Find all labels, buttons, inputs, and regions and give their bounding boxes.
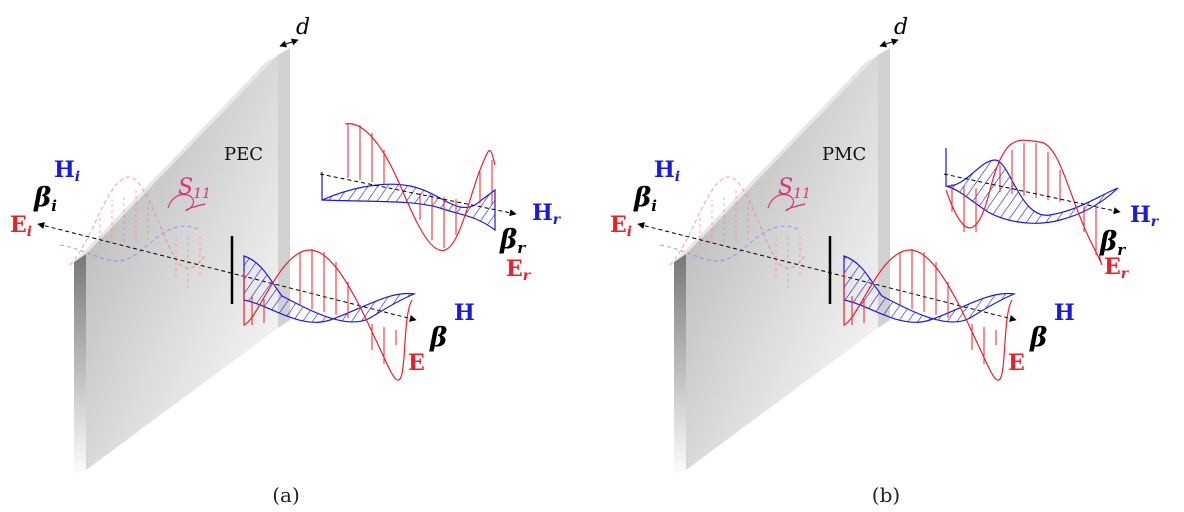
h-transmitted-label-a: H <box>454 300 475 326</box>
beta-reflected-label-b: βr <box>1099 227 1126 259</box>
propagation-axis-a <box>37 222 417 322</box>
e-transmitted-label-b: E <box>1008 350 1025 376</box>
s-param-curl-b <box>767 194 806 212</box>
h-transmitted-label-b: H <box>1054 300 1075 326</box>
beta-transmitted-label-a: β <box>429 323 447 353</box>
s-param-label-a: S11 <box>178 175 211 202</box>
thickness-marker-a: d <box>279 15 310 48</box>
beta-incident-label-a: βi <box>33 183 57 215</box>
reflected-wave-a <box>319 123 517 251</box>
e-reflected-label-b: Er <box>1104 254 1130 282</box>
e-incident-label-a: Ei <box>10 212 32 240</box>
s-param-label-b: S11 <box>778 175 811 202</box>
caption-b: (b) <box>872 483 900 507</box>
thickness-label: d <box>894 15 908 40</box>
reflected-wave-b <box>943 139 1121 265</box>
h-reflected-label-a: Hr <box>532 200 562 228</box>
e-transmitted-label-a: E <box>408 350 425 376</box>
reflected-axis-b <box>943 173 1121 215</box>
propagation-axis-b <box>637 222 1017 322</box>
plate-a <box>74 48 290 478</box>
s-param-curl-a <box>167 194 206 212</box>
h-reflected-label-b: Hr <box>1130 202 1160 230</box>
material-label: PMC <box>822 144 866 165</box>
e-incident-label-b: Ei <box>610 212 632 240</box>
beta-transmitted-label-b: β <box>1029 323 1047 353</box>
reflected-axis-a <box>319 173 517 217</box>
thickness-marker-b: d <box>879 15 908 48</box>
panel-b: d PMC <box>610 15 1160 507</box>
beta-incident-label-b: βi <box>633 183 657 215</box>
plate-b <box>674 48 890 478</box>
thickness-label: d <box>296 15 310 40</box>
panel-a: d PEC <box>10 15 562 507</box>
transmitted-wave-a <box>243 249 417 381</box>
h-incident-label-b: Hi <box>654 157 680 185</box>
beta-reflected-label-a: βr <box>499 225 526 257</box>
material-label: PEC <box>224 144 263 165</box>
h-incident-label-a: Hi <box>54 157 80 185</box>
transmitted-wave-b <box>843 249 1017 381</box>
caption-a: (a) <box>272 483 300 507</box>
e-reflected-label-a: Er <box>506 256 532 284</box>
